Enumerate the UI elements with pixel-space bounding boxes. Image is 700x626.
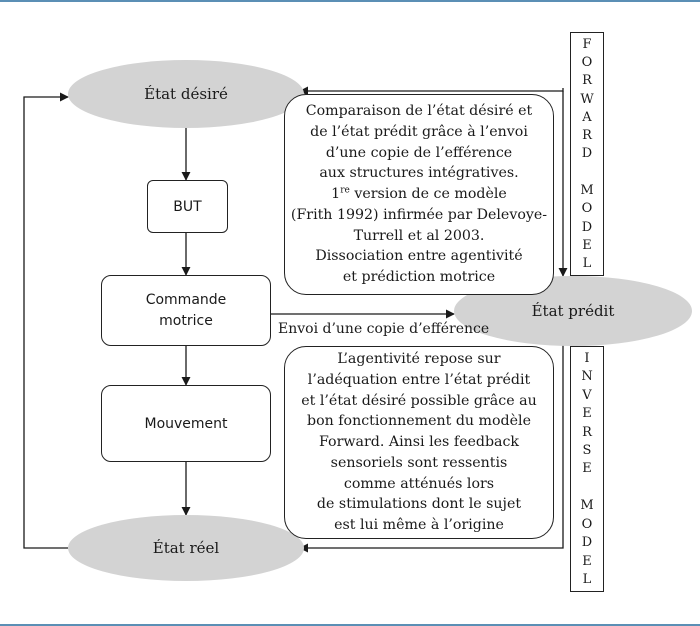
node-etat-reel: État réel bbox=[68, 515, 304, 581]
inverse-model-letter: R bbox=[582, 424, 592, 440]
node-etat-desire: État désiré bbox=[68, 60, 304, 128]
note-bottom-line: et l’état désiré possible grâce au bbox=[301, 392, 537, 409]
forward-model-letter: O bbox=[581, 54, 593, 70]
edge-label-efference: Envoi d’une copie d’efférence bbox=[278, 321, 490, 337]
note-top-version-line: 1re version de ce modèle bbox=[285, 184, 553, 205]
node-commande-label-2: motrice bbox=[159, 312, 213, 329]
node-mouvement-label: Mouvement bbox=[144, 415, 228, 432]
note-bottom-line: est lui même à l’origine bbox=[334, 516, 504, 533]
node-commande-label-1: Commande bbox=[145, 291, 227, 308]
node-but: BUT bbox=[147, 180, 228, 233]
note-version-num: 1 bbox=[331, 186, 341, 203]
note-bottom-line: comme atténués lors bbox=[343, 475, 495, 492]
inverse-model-letter: O bbox=[581, 516, 593, 532]
node-etat-desire-label: État désiré bbox=[144, 85, 228, 103]
note-top-line: (Frith 1992) infirmée par Delevoye- bbox=[290, 206, 548, 223]
inverse-model-letter: S bbox=[582, 442, 592, 458]
forward-model-letter bbox=[585, 166, 589, 179]
forward-model-letter: L bbox=[582, 256, 592, 272]
forward-model-letter: D bbox=[581, 146, 593, 162]
forward-model-letter: R bbox=[582, 73, 592, 89]
note-top-line: aux structures intégratives. bbox=[319, 165, 519, 182]
inverse-model-letter: L bbox=[582, 572, 592, 588]
inverse-model-letter: E bbox=[582, 553, 592, 569]
forward-model-letter: R bbox=[582, 128, 592, 144]
node-but-label: BUT bbox=[173, 198, 202, 215]
note-top-line: Turrell et al 2003. bbox=[353, 227, 485, 244]
forward-model-letter: D bbox=[581, 219, 593, 235]
bottom-border-rule bbox=[0, 624, 700, 626]
forward-model-letter: F bbox=[582, 36, 592, 52]
node-etat-reel-label: État réel bbox=[152, 539, 220, 557]
note-bottom-line: Forward. Ainsi les feedback bbox=[318, 434, 520, 451]
arrow-predit-to-reel bbox=[299, 345, 564, 553]
note-bottom-line: bon fonctionnement du modèle bbox=[307, 413, 531, 430]
left-loop-line bbox=[23, 92, 69, 549]
note-top-line: Comparaison de l’état désiré et bbox=[305, 103, 533, 120]
note-top-line: et prédiction motrice bbox=[342, 268, 496, 285]
forward-model-letter: O bbox=[581, 201, 593, 217]
note-version-sup: re bbox=[340, 185, 350, 196]
note-bottom-line: L’agentivité repose sur bbox=[337, 351, 501, 368]
note-agentivite: L’agentivité repose sur l’adéquation ent… bbox=[284, 346, 554, 539]
note-bottom-line: l’adéquation entre l’état prédit bbox=[307, 372, 531, 389]
node-commande-motrice: Commande motrice bbox=[101, 275, 271, 346]
inverse-model-letter: V bbox=[582, 387, 592, 403]
arrow-forward-to-desire bbox=[299, 86, 564, 96]
top-border-rule bbox=[0, 0, 700, 2]
inverse-model-letter: I bbox=[584, 350, 590, 366]
inverse-model-letter: M bbox=[580, 498, 594, 514]
inverse-model-letter: D bbox=[581, 535, 593, 551]
note-version-rest: version de ce modèle bbox=[349, 186, 507, 203]
forward-model-letter: M bbox=[580, 183, 594, 199]
note-top-line: de l’état prédit grâce à l’envoi bbox=[310, 124, 528, 141]
inverse-model-letter bbox=[585, 481, 589, 494]
forward-model-letter: A bbox=[582, 109, 592, 125]
note-bottom-line: de stimulations dont le sujet bbox=[316, 496, 522, 513]
inverse-model-letter: E bbox=[582, 461, 592, 477]
note-bottom-line: sensoriels sont ressentis bbox=[330, 454, 508, 471]
forward-model-letter: W bbox=[580, 91, 594, 107]
note-top-line: d’une copie de l’efférence bbox=[325, 144, 513, 161]
note-comparaison: Comparaison de l’état désiré et de l’éta… bbox=[284, 94, 554, 295]
forward-model-letter: E bbox=[582, 237, 592, 253]
note-top-line: Dissociation entre agentivité bbox=[315, 248, 523, 265]
node-etat-predit-label: État prédit bbox=[531, 302, 615, 320]
node-mouvement: Mouvement bbox=[101, 385, 271, 462]
inverse-model-letter: E bbox=[582, 406, 592, 422]
inverse-model-letter: N bbox=[581, 369, 593, 385]
